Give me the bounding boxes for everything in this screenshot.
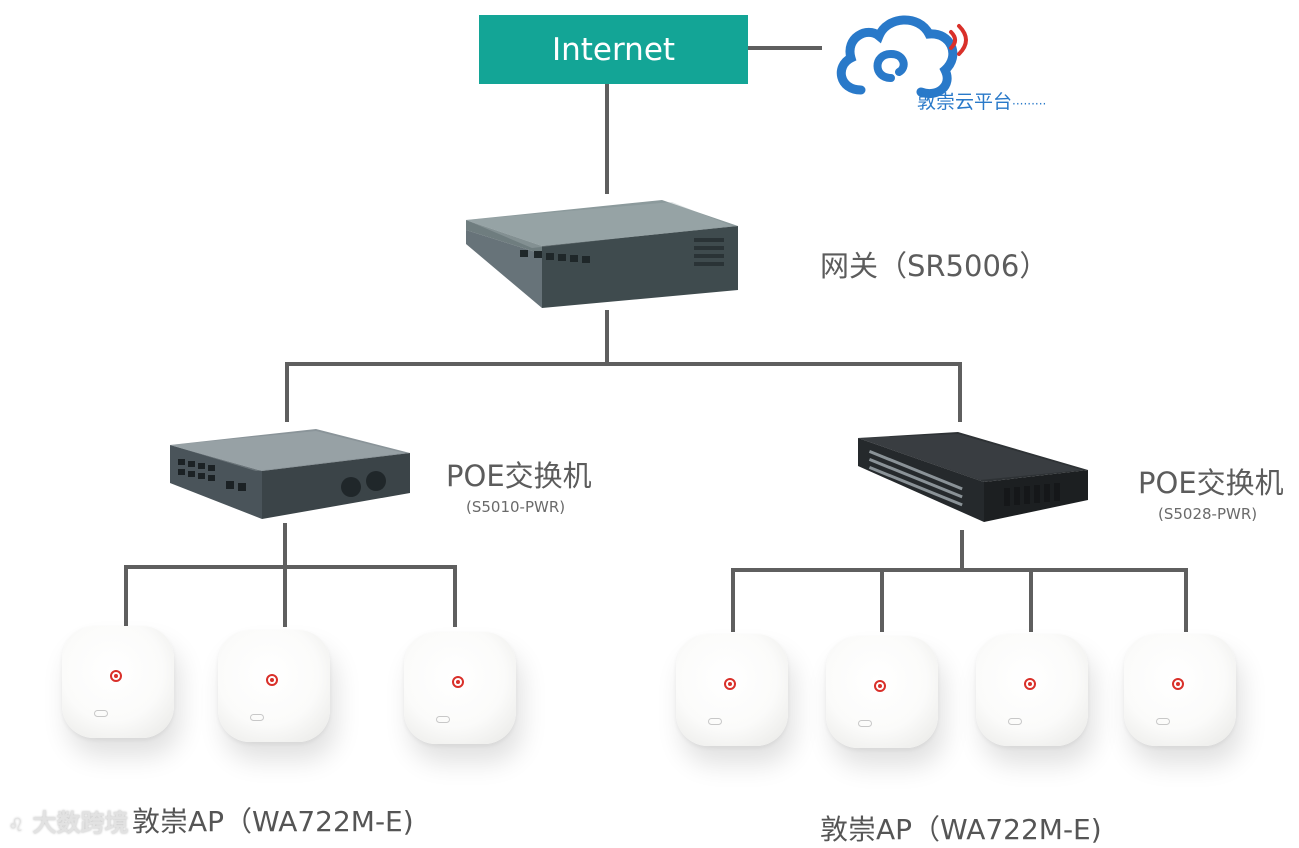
ap-indicator <box>250 714 264 721</box>
watermark-text: 大数跨境 <box>32 809 129 837</box>
gateway-device <box>466 200 738 308</box>
gateway-label: 网关（SR5006） <box>820 249 1049 283</box>
ap-group-right-label: 敦崇AP（WA722M-E) <box>820 813 1102 846</box>
access-point <box>976 634 1088 746</box>
cloud-label-text: 敦崇云平台 <box>917 91 1013 113</box>
internet-node: Internet <box>479 15 748 84</box>
access-point <box>826 636 938 748</box>
gateway-ports <box>520 250 590 263</box>
switch-right-label: POE交换机 <box>1138 466 1284 500</box>
ap-signal-icon <box>452 676 464 688</box>
cloud-icon <box>836 15 958 98</box>
ap-signal-icon <box>1024 678 1036 690</box>
watermark-logo-icon: ♌ <box>8 815 25 836</box>
access-point <box>404 632 516 744</box>
access-point <box>62 626 174 738</box>
switch-left-ports <box>178 459 246 491</box>
access-point <box>676 634 788 746</box>
ap-signal-icon <box>724 678 736 690</box>
ap-indicator <box>94 710 108 717</box>
ap-indicator <box>1008 718 1022 725</box>
internet-label: Internet <box>551 31 676 68</box>
ap-signal-icon <box>266 674 278 686</box>
left-ap-bus <box>124 565 457 627</box>
ap-indicator <box>858 720 872 727</box>
watermark: ♌ 大数跨境 <box>8 803 129 838</box>
ap-signal-icon <box>110 670 122 682</box>
cloud-label: 敦崇云平台········· <box>917 87 1046 114</box>
signal-icon <box>949 24 968 56</box>
switch-right-ports <box>868 450 963 507</box>
switch-left-label: POE交换机 <box>446 459 592 493</box>
ap-group-left-label: 敦崇AP（WA722M-E) <box>132 805 414 838</box>
switch-left-model: (S5010-PWR) <box>466 498 566 516</box>
access-point <box>1124 634 1236 746</box>
gateway-switch-bus <box>285 362 962 422</box>
switch-right-model: (S5028-PWR) <box>1158 505 1258 523</box>
switch-right-device <box>858 432 1088 522</box>
ap-indicator <box>708 718 722 725</box>
ap-indicator <box>1156 718 1170 725</box>
switch-left-device <box>170 429 410 519</box>
ap-signal-icon <box>874 680 886 692</box>
ap-signal-icon <box>1172 678 1184 690</box>
right-ap-bus <box>731 568 1188 632</box>
access-point <box>218 630 330 742</box>
cloud-label-dots: ········· <box>1012 97 1047 111</box>
cloud-platform: 敦崇云平台········· <box>833 8 1073 116</box>
ap-indicator <box>436 716 450 723</box>
